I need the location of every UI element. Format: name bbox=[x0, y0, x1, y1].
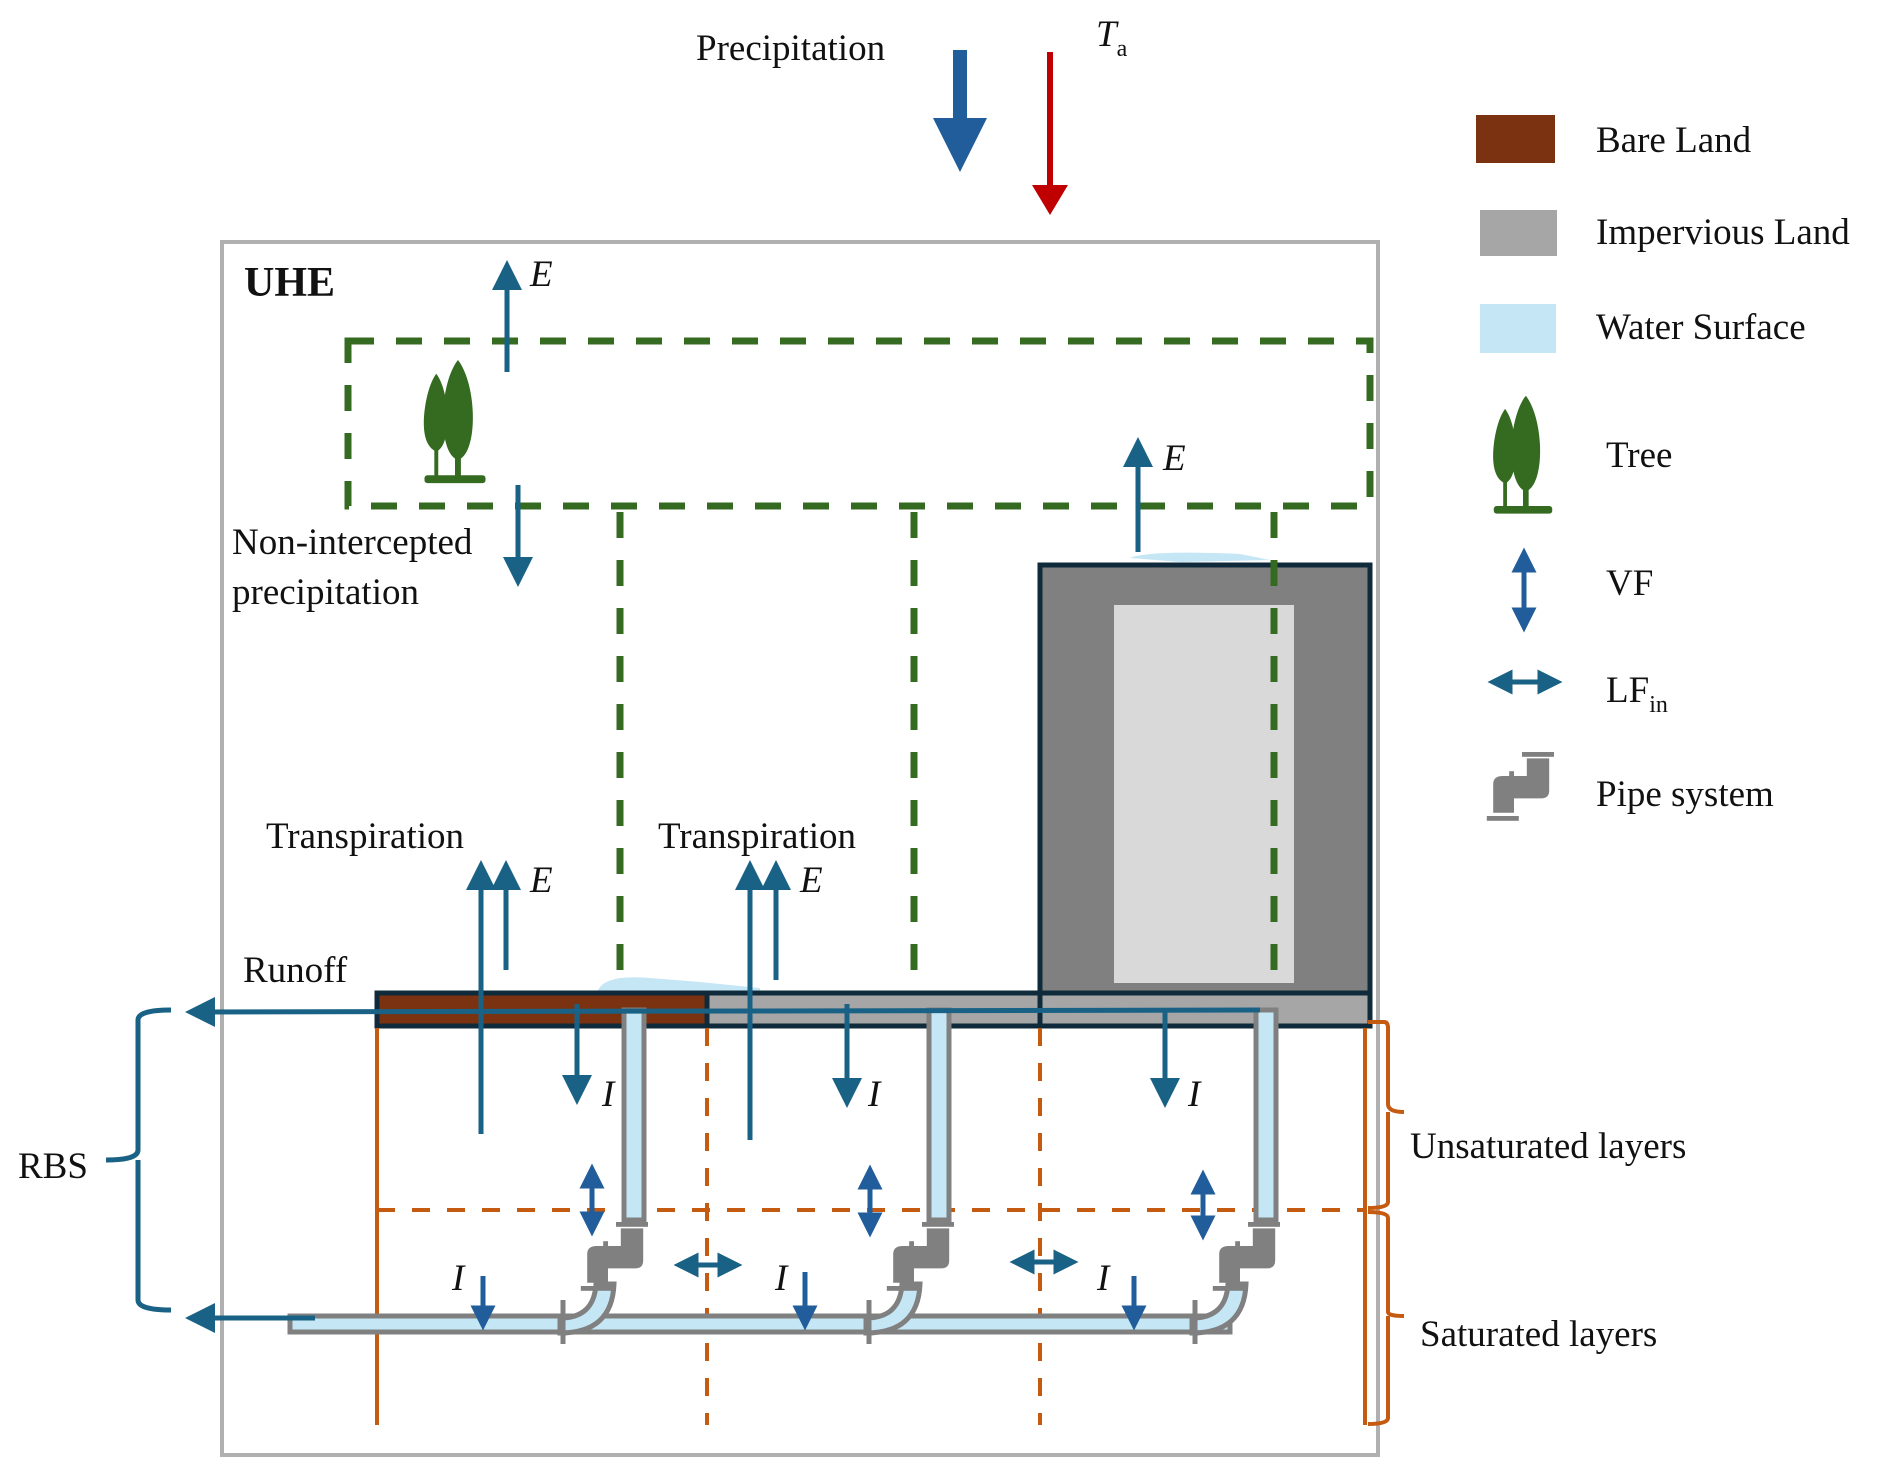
canopy-evaporation-label: E bbox=[529, 254, 553, 295]
legend-label-impervious-land: Impervious Land bbox=[1596, 212, 1850, 253]
infiltration-label-2: I bbox=[867, 1074, 882, 1115]
layer-braces bbox=[1367, 1020, 1405, 1426]
runoff-label: Runoff bbox=[243, 950, 348, 991]
rbs-label: RBS bbox=[18, 1146, 88, 1187]
legend-pipe-icon bbox=[1486, 752, 1554, 821]
legend-label-vf: VF bbox=[1606, 563, 1653, 604]
pipe-elbow-icon bbox=[886, 1222, 954, 1291]
legend-swatch-impervious-land bbox=[1480, 210, 1557, 256]
legend-swatch-water-surface bbox=[1480, 304, 1556, 353]
non-intercepted-label-line2: precipitation bbox=[232, 572, 419, 613]
tree-icon bbox=[423, 360, 486, 484]
legend-label-water-surface: Water Surface bbox=[1596, 307, 1806, 348]
legend-label-lf: LFin bbox=[1606, 670, 1668, 718]
transpiration-label-left: Transpiration bbox=[266, 816, 464, 857]
roof-evaporation-label: E bbox=[1162, 438, 1186, 479]
evaporation-label-left: E bbox=[529, 860, 553, 901]
surface-runoff-arrow-icon bbox=[185, 996, 1261, 1027]
ground-water-surface bbox=[598, 977, 760, 992]
precipitation-arrow-icon bbox=[933, 50, 987, 172]
roof-water-surface bbox=[1130, 552, 1270, 562]
pipe-elbow-icon bbox=[1212, 1222, 1280, 1291]
legend-label-pipe-system: Pipe system bbox=[1596, 774, 1774, 815]
pipe-infiltration-label-2: I bbox=[774, 1258, 789, 1299]
unsaturated-layers-label: Unsaturated layers bbox=[1410, 1126, 1686, 1167]
legend-swatch-bare-land bbox=[1476, 115, 1555, 163]
air-temperature-symbol: Ta bbox=[1096, 14, 1128, 62]
pipe-elbow-icon bbox=[580, 1222, 648, 1291]
legend-label-tree: Tree bbox=[1606, 435, 1672, 476]
legend-label-bare-land: Bare Land bbox=[1596, 120, 1752, 161]
evaporation-label-middle: E bbox=[799, 860, 823, 901]
uhe-title: UHE bbox=[244, 260, 335, 306]
saturated-layers-label: Saturated layers bbox=[1420, 1314, 1657, 1355]
rbs-brace bbox=[105, 1007, 172, 1313]
legend: Bare Land Impervious Land Water Surface … bbox=[1476, 115, 1850, 821]
pipe-system bbox=[287, 1007, 1279, 1344]
non-intercepted-label-line1: Non-intercepted bbox=[232, 522, 473, 563]
precipitation-label: Precipitation bbox=[696, 28, 885, 69]
uhe-boundary bbox=[220, 240, 1380, 1457]
building bbox=[1037, 552, 1373, 996]
transpiration-label-middle: Transpiration bbox=[658, 816, 856, 857]
infiltration-label-3: I bbox=[1187, 1074, 1202, 1115]
pipe-infiltration-label-1: I bbox=[451, 1258, 466, 1299]
legend-tree-icon bbox=[1493, 395, 1553, 514]
pipe-infiltration-label-3: I bbox=[1096, 1258, 1111, 1299]
infiltration-label-1: I bbox=[601, 1074, 616, 1115]
